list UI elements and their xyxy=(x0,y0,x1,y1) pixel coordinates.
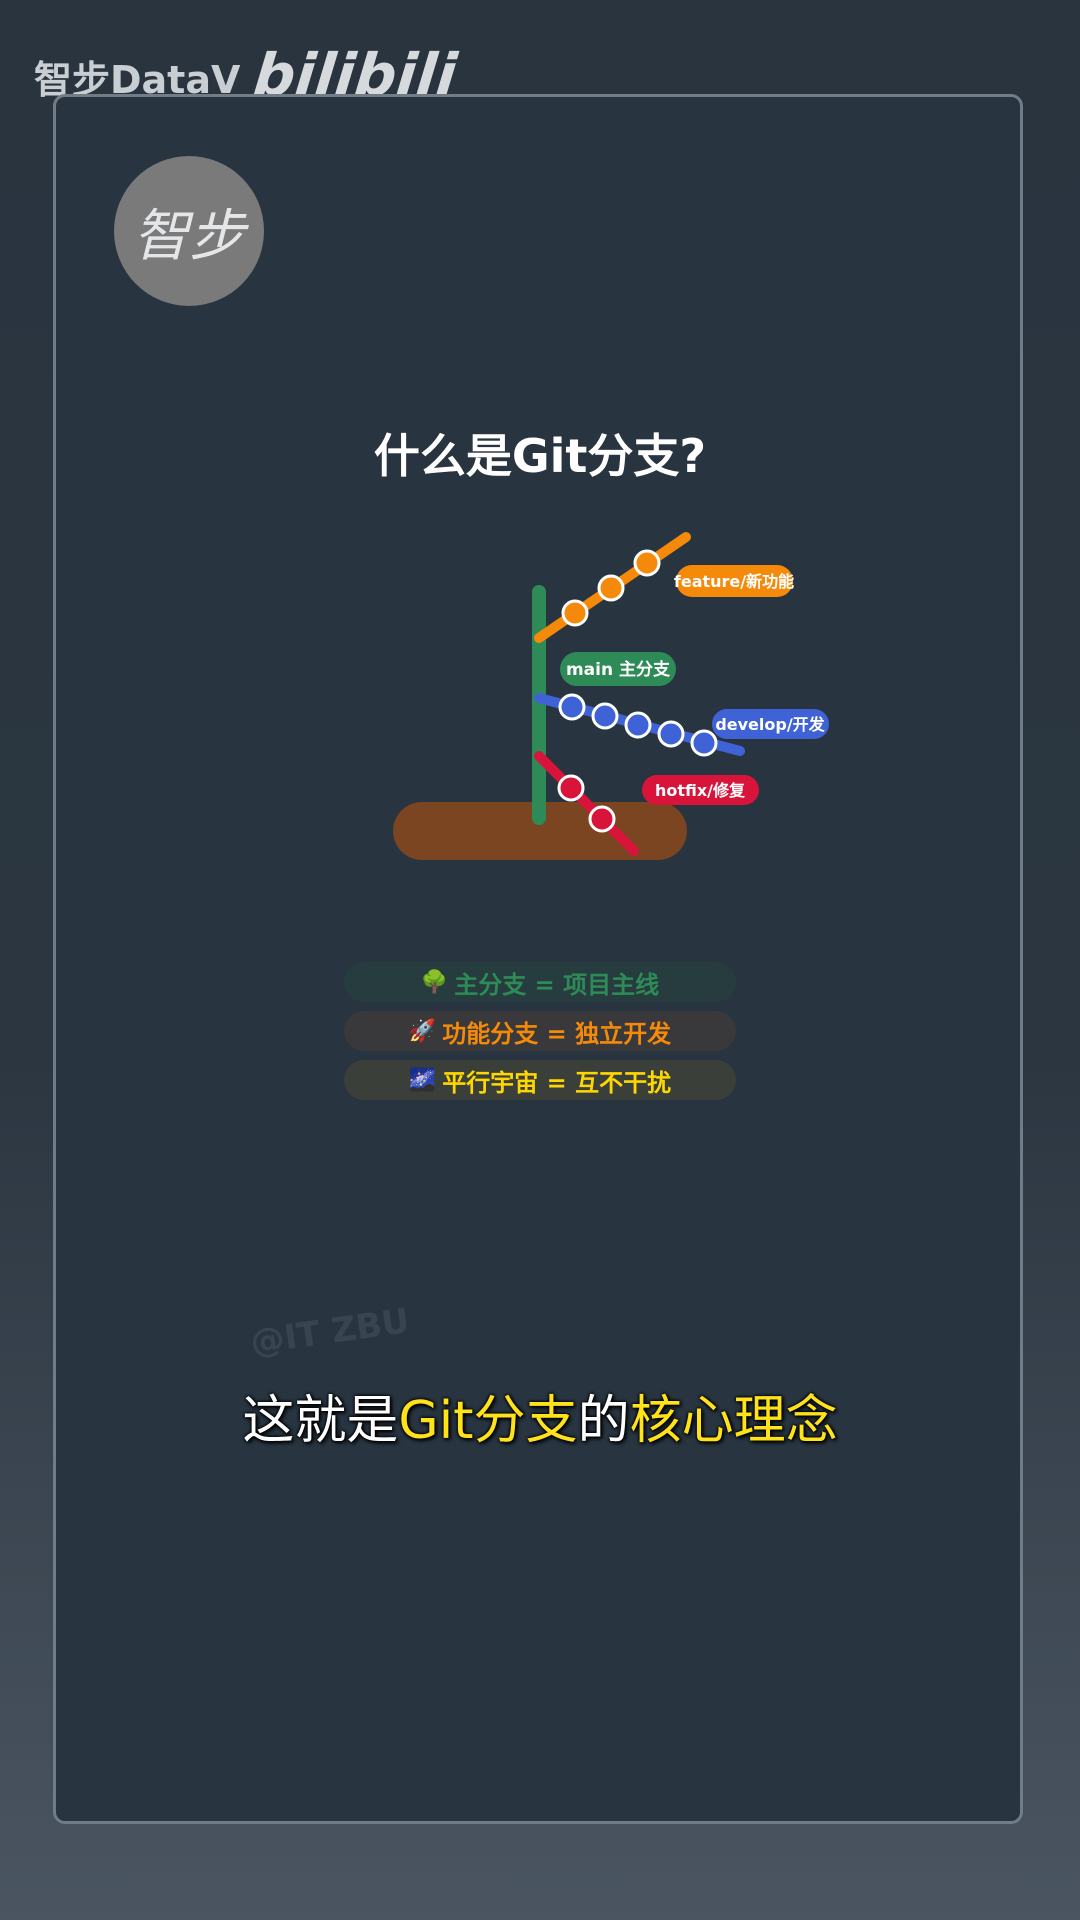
develop-commit xyxy=(591,702,619,730)
hotfix-commit xyxy=(557,774,585,802)
main-label-bg xyxy=(560,652,676,686)
hotfix-commit xyxy=(588,805,616,833)
legend-parallel-text: 平行宇宙 = 互不干扰 xyxy=(442,1068,672,1097)
caption-part2: Git分支 xyxy=(398,1391,578,1451)
page-title: 什么是Git分支? xyxy=(373,429,707,483)
legend-item-parallel: 🌌 平行宇宙 = 互不干扰 xyxy=(344,1060,736,1100)
galaxy-icon: 🌌 xyxy=(408,1067,437,1093)
caption-part1: 这就是 xyxy=(242,1391,399,1451)
main-label: main 主分支 xyxy=(566,659,671,680)
rocket-icon: 🚀 xyxy=(408,1018,437,1044)
feature-commit xyxy=(633,549,661,577)
feature-label: feature/新功能 xyxy=(674,572,794,591)
legend-item-feature: 🚀 功能分支 = 独立开发 xyxy=(344,1011,736,1051)
caption-part4: 核心理念 xyxy=(629,1391,838,1451)
develop-commit xyxy=(624,711,652,739)
legend-main-text: 主分支 = 项目主线 xyxy=(454,970,660,999)
legend-item-main: 🌳 主分支 = 项目主线 xyxy=(344,962,736,1002)
hotfix-branch-line xyxy=(534,751,639,856)
feature-commit xyxy=(597,574,625,602)
feature-commit xyxy=(561,599,589,627)
hotfix-label-bg xyxy=(642,775,759,805)
avatar-text: 智步 xyxy=(133,203,245,269)
develop-commit xyxy=(558,693,586,721)
develop-commit xyxy=(690,729,718,757)
tree-icon: 🌳 xyxy=(420,969,449,995)
develop-label-bg xyxy=(712,709,829,739)
caption-part3: 的 xyxy=(577,1391,630,1451)
avatar: 智步 xyxy=(114,156,264,306)
develop-label: develop/开发 xyxy=(715,715,825,734)
feature-label-bg xyxy=(676,565,793,597)
subtitle-caption: 这就是Git分支的核心理念 xyxy=(0,1378,1080,1453)
content-frame xyxy=(53,94,1023,1824)
develop-commit xyxy=(657,720,685,748)
hotfix-label: hotfix/修复 xyxy=(655,781,746,800)
legend-feature-text: 功能分支 = 独立开发 xyxy=(442,1019,672,1048)
